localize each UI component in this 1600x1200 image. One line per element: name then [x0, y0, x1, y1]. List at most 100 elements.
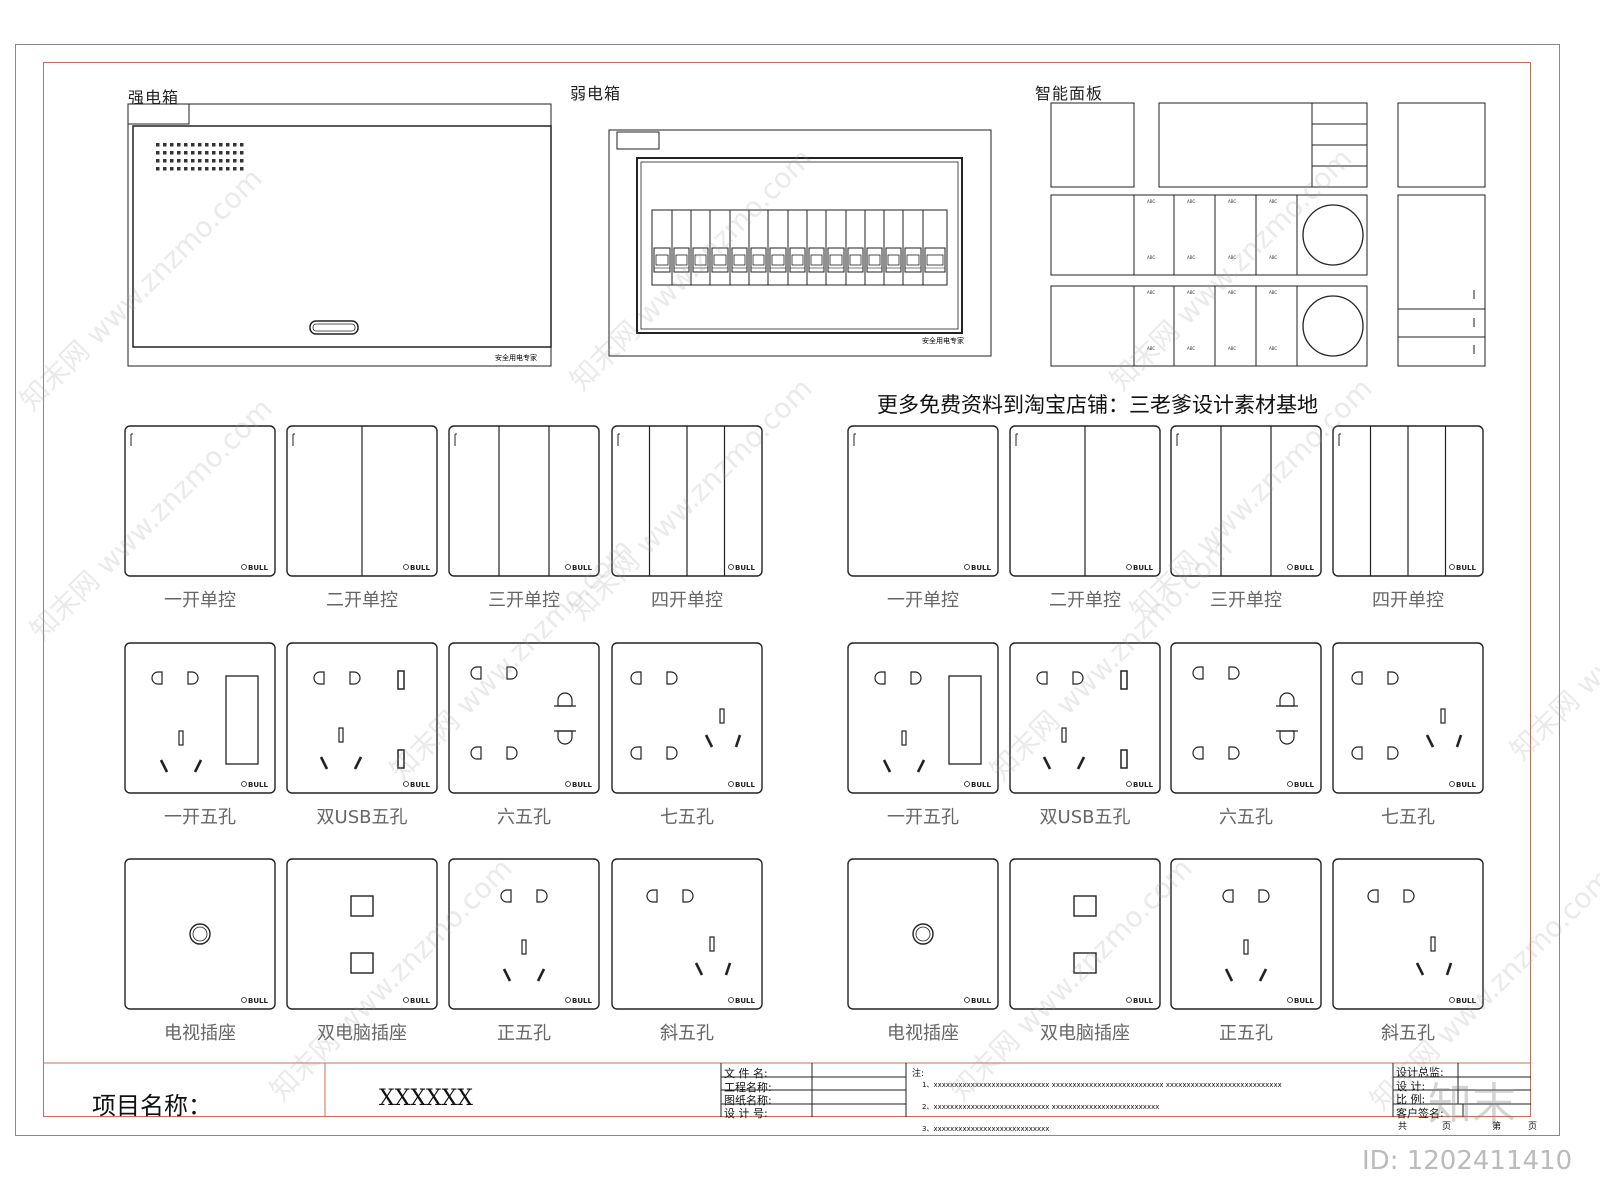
brand-mark: BULL: [735, 781, 755, 789]
project-name-label: 项目名称：: [92, 1092, 212, 1120]
vent-dot: [177, 167, 181, 171]
breaker-module: [904, 247, 922, 273]
breaker-module: [885, 247, 902, 273]
vent-dot: [184, 151, 188, 155]
brand-mark: BULL: [1294, 781, 1314, 789]
vent-dot: [170, 159, 174, 163]
field-designer: 设 计:: [1396, 1080, 1426, 1093]
note-title: 注:: [912, 1069, 925, 1079]
smart-key-label: ABC: [1228, 199, 1236, 204]
field-drawing-name: 图纸名称:: [724, 1094, 772, 1107]
breaker-module: [866, 247, 883, 273]
footer-pages-1: 页: [1442, 1122, 1452, 1132]
vent-dot: [240, 151, 244, 155]
socket-panel: BULL: [124, 642, 276, 794]
vent-dot: [184, 167, 188, 171]
vent-dot: [205, 159, 209, 163]
switch-label: 一开单控: [887, 590, 959, 611]
smart-key-label: ABC: [1269, 346, 1277, 351]
brand-mark: BULL: [1294, 564, 1314, 572]
socket-label: 一开五孔: [887, 807, 959, 828]
switch-panel: BULL: [1332, 425, 1484, 577]
field-design-number: 设 计 号:: [724, 1107, 768, 1120]
vent-dot: [156, 159, 160, 163]
vent-dot: [156, 143, 160, 147]
socket-label: 双USB五孔: [1039, 807, 1131, 828]
switch-label: 三开单控: [1210, 590, 1282, 611]
vent-dot: [191, 151, 195, 155]
switch-panel: BULL: [1009, 425, 1161, 577]
smart-key-label: ABC: [1269, 255, 1277, 260]
brand-mark: BULL: [1133, 564, 1153, 572]
network-jack: [350, 952, 374, 974]
vent-dot: [170, 167, 174, 171]
brand-mark: BULL: [410, 997, 430, 1005]
switch-panel: BULL: [1170, 425, 1322, 577]
footer-pages-2: 页: [1528, 1122, 1538, 1132]
vent-dot: [240, 167, 244, 171]
strong-box-brand: 安全用电专家: [495, 353, 537, 362]
switch-panel: BULL: [124, 425, 276, 577]
breaker-module: [847, 247, 864, 273]
smart-key-label: ABC: [1147, 199, 1155, 204]
switch-label: 二开单控: [1049, 590, 1121, 611]
vent-dot: [170, 151, 174, 155]
socket-panel: BULL: [286, 642, 438, 794]
misc-panel: BULL: [847, 858, 999, 1010]
misc-label: 电视插座: [164, 1023, 236, 1044]
misc-label: 斜五孔: [660, 1023, 714, 1044]
breaker-module: [924, 247, 946, 273]
socket-panel: BULL: [1009, 642, 1161, 794]
vent-dot: [212, 159, 216, 163]
socket-panel: BULL: [1170, 642, 1322, 794]
misc-label: 双电脑插座: [317, 1023, 407, 1044]
brand-mark: BULL: [735, 997, 755, 1005]
breaker-module: [673, 247, 690, 273]
socket-label: 七五孔: [660, 807, 714, 828]
misc-label: 正五孔: [1219, 1023, 1273, 1044]
misc-label: 正五孔: [497, 1023, 551, 1044]
vent-dot: [240, 143, 244, 147]
image-id: ID: 1202411410: [1362, 1146, 1573, 1176]
brand-mark: BULL: [410, 781, 430, 789]
footer-page-no: 第: [1492, 1122, 1502, 1132]
vent-dot: [205, 151, 209, 155]
vent-dot: [212, 143, 216, 147]
vent-dot: [226, 167, 230, 171]
vent-dot: [219, 143, 223, 147]
vent-dot: [163, 159, 167, 163]
brand-mark: BULL: [248, 781, 268, 789]
promo-text: 更多免费资料到淘宝店铺：三老爹设计素材基地: [877, 393, 1318, 417]
smart-panel-title: 智能面板: [1035, 84, 1104, 103]
drawing-outer-frame: [15, 44, 1560, 1136]
vent-dot: [191, 167, 195, 171]
misc-label: 电视插座: [887, 1023, 959, 1044]
field-scale: 比 例:: [1396, 1093, 1426, 1106]
breaker-module: [692, 247, 709, 273]
smart-knob: [1302, 204, 1364, 266]
vent-dot: [226, 159, 230, 163]
vent-dot: [226, 151, 230, 155]
smart-knob: [1302, 295, 1364, 357]
vent-dot: [156, 151, 160, 155]
socket-label: 六五孔: [1219, 807, 1273, 828]
vent-dot: [184, 143, 188, 147]
brand-mark: BULL: [1456, 564, 1476, 572]
smart-key-label: ABC: [1228, 346, 1236, 351]
project-name-value: XXXXXX: [379, 1086, 473, 1111]
brand-mark: BULL: [971, 564, 991, 572]
field-project-name: 工程名称:: [724, 1081, 772, 1094]
brand-mark: BULL: [248, 997, 268, 1005]
switch-panel: BULL: [448, 425, 600, 577]
network-jack: [1073, 952, 1097, 974]
vent-dot: [219, 167, 223, 171]
weak-box-title: 弱电箱: [570, 84, 622, 103]
vent-dot: [219, 159, 223, 163]
brand-mark: BULL: [572, 781, 592, 789]
note-line-2: 2、xxxxxxxxxxxxxxxxxxxxxxxxxxxx xxxxxxxxx…: [922, 1103, 1160, 1111]
footer-total: 共: [1398, 1122, 1408, 1132]
brand-mark: BULL: [735, 564, 755, 572]
vent-dot: [198, 151, 202, 155]
misc-label: 斜五孔: [1381, 1023, 1435, 1044]
